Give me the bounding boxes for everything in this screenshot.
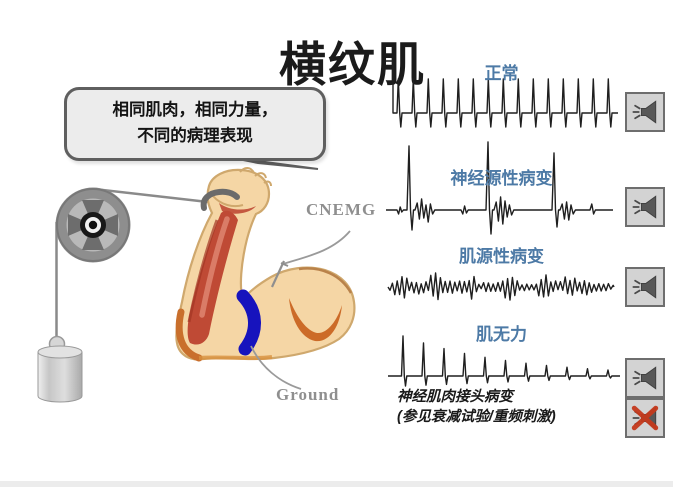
cnemg-label: CNEMG — [306, 200, 377, 219]
arm — [175, 167, 356, 362]
speaker-icon — [632, 275, 657, 299]
sound-button-3[interactable] — [625, 267, 665, 307]
emg-waveform-3 — [387, 272, 615, 301]
ground-label: Ground — [276, 385, 340, 404]
trace-label-4: 肌无力 — [476, 325, 527, 344]
sound-button-4[interactable] — [625, 358, 665, 398]
armpit-crease — [289, 298, 342, 342]
weight — [37, 335, 83, 403]
emg-waveform-1 — [386, 60, 618, 128]
sound-button-1[interactable] — [625, 92, 665, 132]
nmj-note-line2: (参见衰减试验/重频刺激) — [397, 408, 556, 425]
sound-button-2[interactable] — [625, 187, 665, 227]
speaker-icon — [632, 100, 657, 124]
emg-waveform-2 — [386, 141, 613, 235]
knuckles — [212, 167, 272, 208]
emg-waveform-4 — [388, 335, 620, 387]
bottom-divider — [0, 481, 673, 487]
speech-bubble-line1: 相同肌肉，相同力量， — [112, 101, 278, 120]
pulley — [55, 187, 131, 263]
speaker-icon — [632, 366, 657, 390]
electrode-leads — [250, 230, 351, 390]
muted-sound-button[interactable] — [625, 398, 665, 438]
nmj-note-line1: 神经肌肉接头病变 — [397, 389, 513, 405]
speech-bubble: 相同肌肉，相同力量， 不同的病理表现 — [64, 87, 326, 161]
speaker-icon — [632, 195, 657, 219]
speaker-muted-icon — [631, 405, 659, 431]
pull-handle — [200, 188, 240, 211]
needle-electrode-icon — [271, 260, 285, 288]
rope — [55, 187, 209, 340]
trace-label-1: 正常 — [484, 64, 519, 83]
ground-electrode-band — [236, 289, 261, 356]
trace-label-2: 神经源性病变 — [450, 169, 553, 188]
speech-bubble-line2: 不同的病理表现 — [137, 127, 253, 145]
page-title: 横纹肌 — [279, 40, 426, 92]
elbow-shading — [175, 308, 203, 362]
nmj-note: 神经肌肉接头病变 (参见衰减试验/重频刺激) — [397, 388, 556, 427]
trace-label-3: 肌源性病变 — [459, 247, 544, 266]
